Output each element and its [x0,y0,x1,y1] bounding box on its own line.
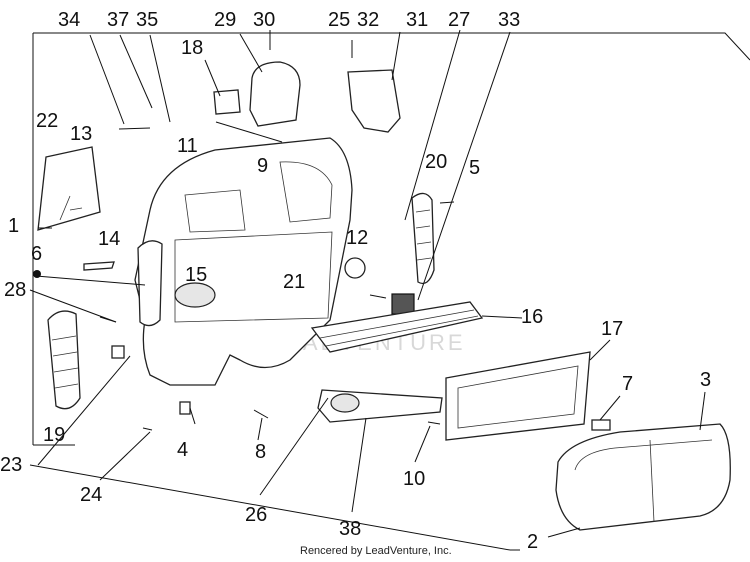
part-2-lens [555,423,731,531]
callout-7: 7 [622,373,633,395]
part-17-light-frame [445,351,591,441]
callout-35: 35 [136,9,158,31]
callout-15: 15 [185,264,207,286]
callout-2: 2 [527,531,538,553]
callout-23: 23 [0,454,22,476]
part-7-bracket [591,419,611,431]
callout-31: 31 [406,9,428,31]
callout-32: 32 [357,9,379,31]
callout-37: 37 [107,9,129,31]
callout-26: 26 [245,504,267,526]
callout-3: 3 [700,369,711,391]
part-19-grille [47,310,81,410]
callout-28: 28 [4,279,26,301]
part-26-lamp [330,393,360,413]
callout-4: 4 [177,439,188,461]
callout-18: 18 [181,37,203,59]
part-23-nut [111,345,125,359]
part-12-socket [344,257,366,279]
callout-29: 29 [214,9,236,31]
callout-5: 5 [469,157,480,179]
callout-16: 16 [521,306,543,328]
callout-1: 1 [8,215,19,237]
part-1-side-vent [137,240,163,327]
callout-9: 9 [257,155,268,177]
callout-17: 17 [601,318,623,340]
part-18-bracket [213,89,241,115]
part-4-clip [179,401,191,415]
callout-labels: 34 37 35 29 30 25 32 31 27 33 18 22 13 1… [0,9,711,553]
callout-33: 33 [498,9,520,31]
callout-19: 19 [43,424,65,446]
callout-bullet [33,270,41,278]
callout-30: 30 [253,9,275,31]
part-1-body [134,137,353,386]
callout-14: 14 [98,228,120,250]
callout-34: 34 [58,9,80,31]
part-31-cover [347,69,401,133]
part-16-strip [310,301,484,353]
callout-13: 13 [70,123,92,145]
callout-25: 25 [328,9,350,31]
frame-outline [33,32,750,61]
callout-24: 24 [80,484,102,506]
callout-20: 20 [425,151,447,173]
callout-11: 11 [177,135,198,157]
part-29-cover [249,61,301,127]
part-33-switch [391,293,415,315]
callout-6: 6 [31,243,42,265]
callout-21: 21 [283,271,305,293]
leader-lines [29,29,706,538]
part-22-panel [37,146,101,231]
callout-10: 10 [403,468,425,490]
callout-8: 8 [255,441,266,463]
callout-38: 38 [339,518,361,540]
callout-12: 12 [346,227,368,249]
part-6-clip [83,261,115,271]
callout-27: 27 [448,9,470,31]
callout-22: 22 [36,110,58,132]
part-20-grille [411,192,435,285]
frame-diagonal [29,464,511,551]
credit-text: Rencered by LeadVenture, Inc. [300,545,452,557]
